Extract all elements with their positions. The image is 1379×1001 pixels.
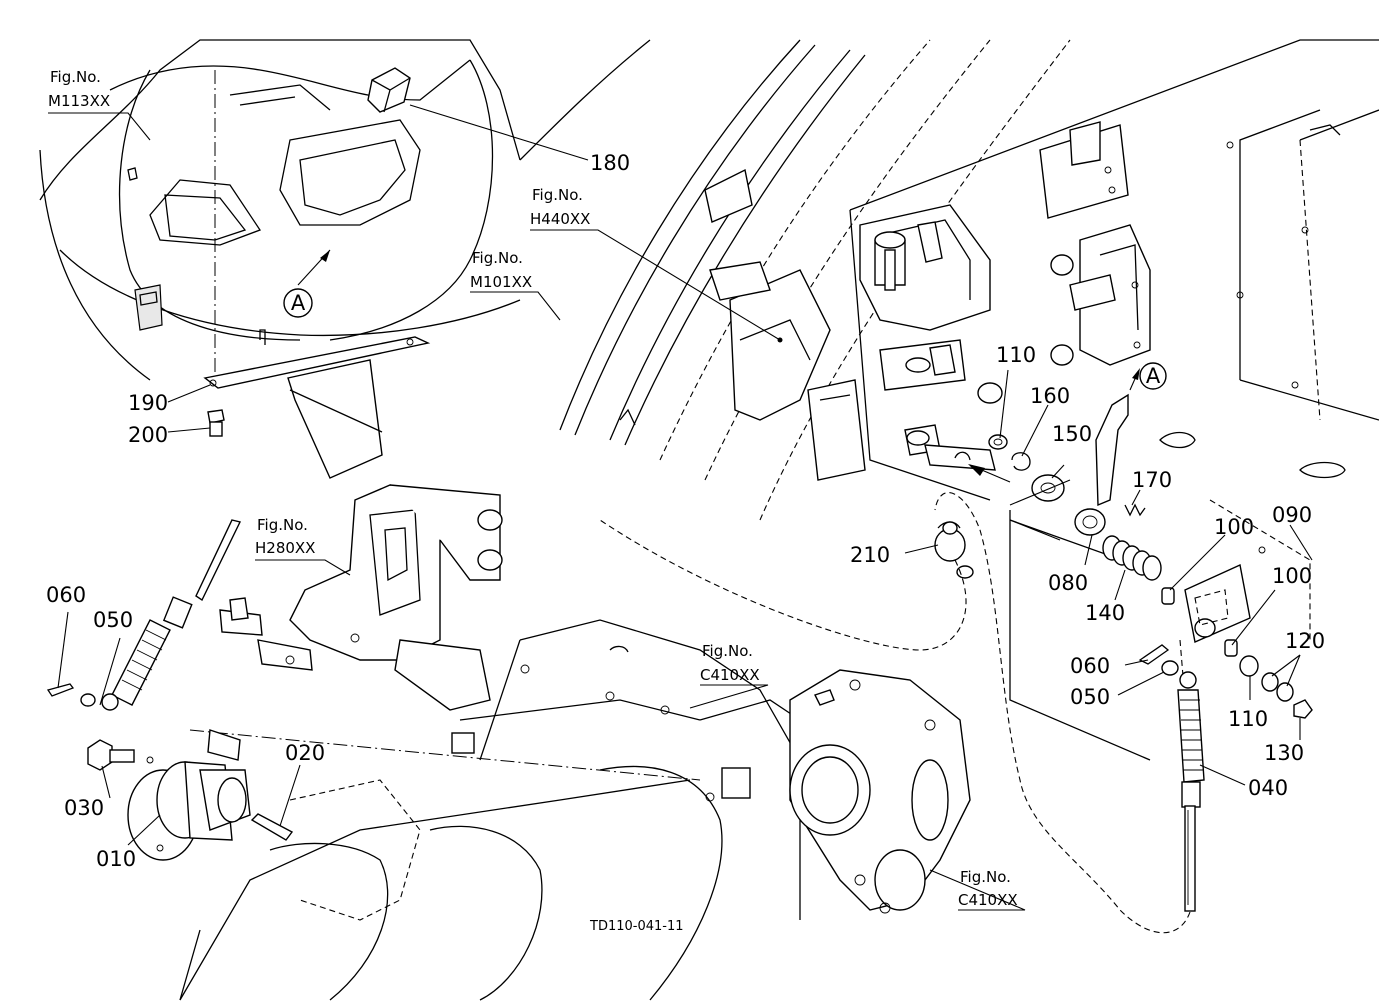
- cable-040: [934, 492, 1205, 934]
- fig-ref-c410-b: Fig.No. C410XX: [958, 868, 1018, 909]
- clip-160: [1011, 452, 1031, 471]
- transmission-housing: [179, 619, 801, 1001]
- callout-080: 080: [1048, 571, 1088, 595]
- svg-text:M113XX: M113XX: [48, 92, 110, 110]
- callout-130: 130: [1264, 741, 1304, 765]
- fig-ref-m101: Fig.No. M101XX: [470, 249, 532, 291]
- svg-text:A: A: [291, 291, 306, 315]
- svg-text:Fig.No.: Fig.No.: [532, 186, 583, 204]
- svg-text:Fig.No.: Fig.No.: [702, 642, 753, 660]
- callout-050-right: 050: [1070, 685, 1110, 709]
- svg-text:Fig.No.: Fig.No.: [257, 516, 308, 534]
- knob-180: [367, 67, 411, 113]
- svg-text:C410XX: C410XX: [700, 666, 760, 684]
- spring-140: [1102, 535, 1162, 581]
- washer-150: [1031, 474, 1065, 502]
- plate-090: [1179, 499, 1311, 701]
- callout-050-left: 050: [93, 608, 133, 632]
- fig-ref-m113: Fig.No. M113XX: [48, 68, 110, 110]
- bolt-030: [87, 739, 135, 771]
- callout-020: 020: [285, 741, 325, 765]
- housing-c410: [789, 669, 971, 914]
- lever-080: [1074, 393, 1129, 536]
- svg-text:Fig.No.: Fig.No.: [960, 868, 1011, 886]
- fender-outline: [519, 39, 1071, 521]
- callout-150: 150: [1052, 422, 1092, 446]
- callout-160: 160: [1030, 384, 1070, 408]
- fig-ref-c410-a: Fig.No. C410XX: [700, 642, 760, 684]
- clutch-cylinder-010: [127, 729, 251, 861]
- washer-110-top: [988, 434, 1008, 450]
- callout-090: 090: [1272, 503, 1312, 527]
- view-marker-a-top: A: [283, 288, 313, 318]
- fig-ref-leaders: [48, 112, 1026, 911]
- bracket-190: [203, 336, 431, 479]
- fig-ref-h440: Fig.No. H440XX: [530, 186, 590, 228]
- bolt-200: [207, 409, 225, 437]
- callout-100-b: 100: [1272, 564, 1312, 588]
- callout-200: 200: [128, 423, 168, 447]
- callout-140: 140: [1085, 601, 1125, 625]
- svg-text:C410XX: C410XX: [958, 891, 1018, 909]
- callout-040: 040: [1248, 776, 1288, 800]
- callout-110-top: 110: [996, 343, 1036, 367]
- cable-front: [46, 519, 242, 711]
- svg-text:Fig.No.: Fig.No.: [472, 249, 523, 267]
- callout-170: 170: [1132, 468, 1172, 492]
- callout-060-left: 060: [46, 583, 86, 607]
- callout-110-bottom: 110: [1228, 707, 1268, 731]
- svg-text:A: A: [1146, 364, 1161, 388]
- svg-text:M101XX: M101XX: [470, 273, 532, 291]
- dashboard-panel: [39, 39, 521, 385]
- spring-170: [1124, 503, 1146, 517]
- fig-ref-h280: Fig.No. H280XX: [255, 516, 315, 557]
- pin-020: [250, 813, 294, 841]
- callout-030: 030: [64, 796, 104, 820]
- callout-100-a: 100: [1214, 515, 1254, 539]
- view-marker-a-right: A: [1139, 362, 1167, 390]
- svg-text:H440XX: H440XX: [530, 210, 590, 228]
- drawing-code: TD110-041-11: [589, 919, 684, 934]
- svg-text:H280XX: H280XX: [255, 539, 315, 557]
- callout-190: 190: [128, 391, 168, 415]
- callout-120: 120: [1285, 629, 1325, 653]
- callout-010: 010: [96, 847, 136, 871]
- leader-lines: [57, 104, 1313, 846]
- cable-end-210: [599, 519, 974, 651]
- pedal-bracket-h280: [219, 484, 503, 711]
- callout-210: 210: [850, 543, 890, 567]
- callout-180: 180: [590, 151, 630, 175]
- svg-text:Fig.No.: Fig.No.: [50, 68, 101, 86]
- pedal-bracket: [709, 121, 1151, 481]
- hardware-right: [1138, 587, 1313, 719]
- callout-060-right: 060: [1070, 654, 1110, 678]
